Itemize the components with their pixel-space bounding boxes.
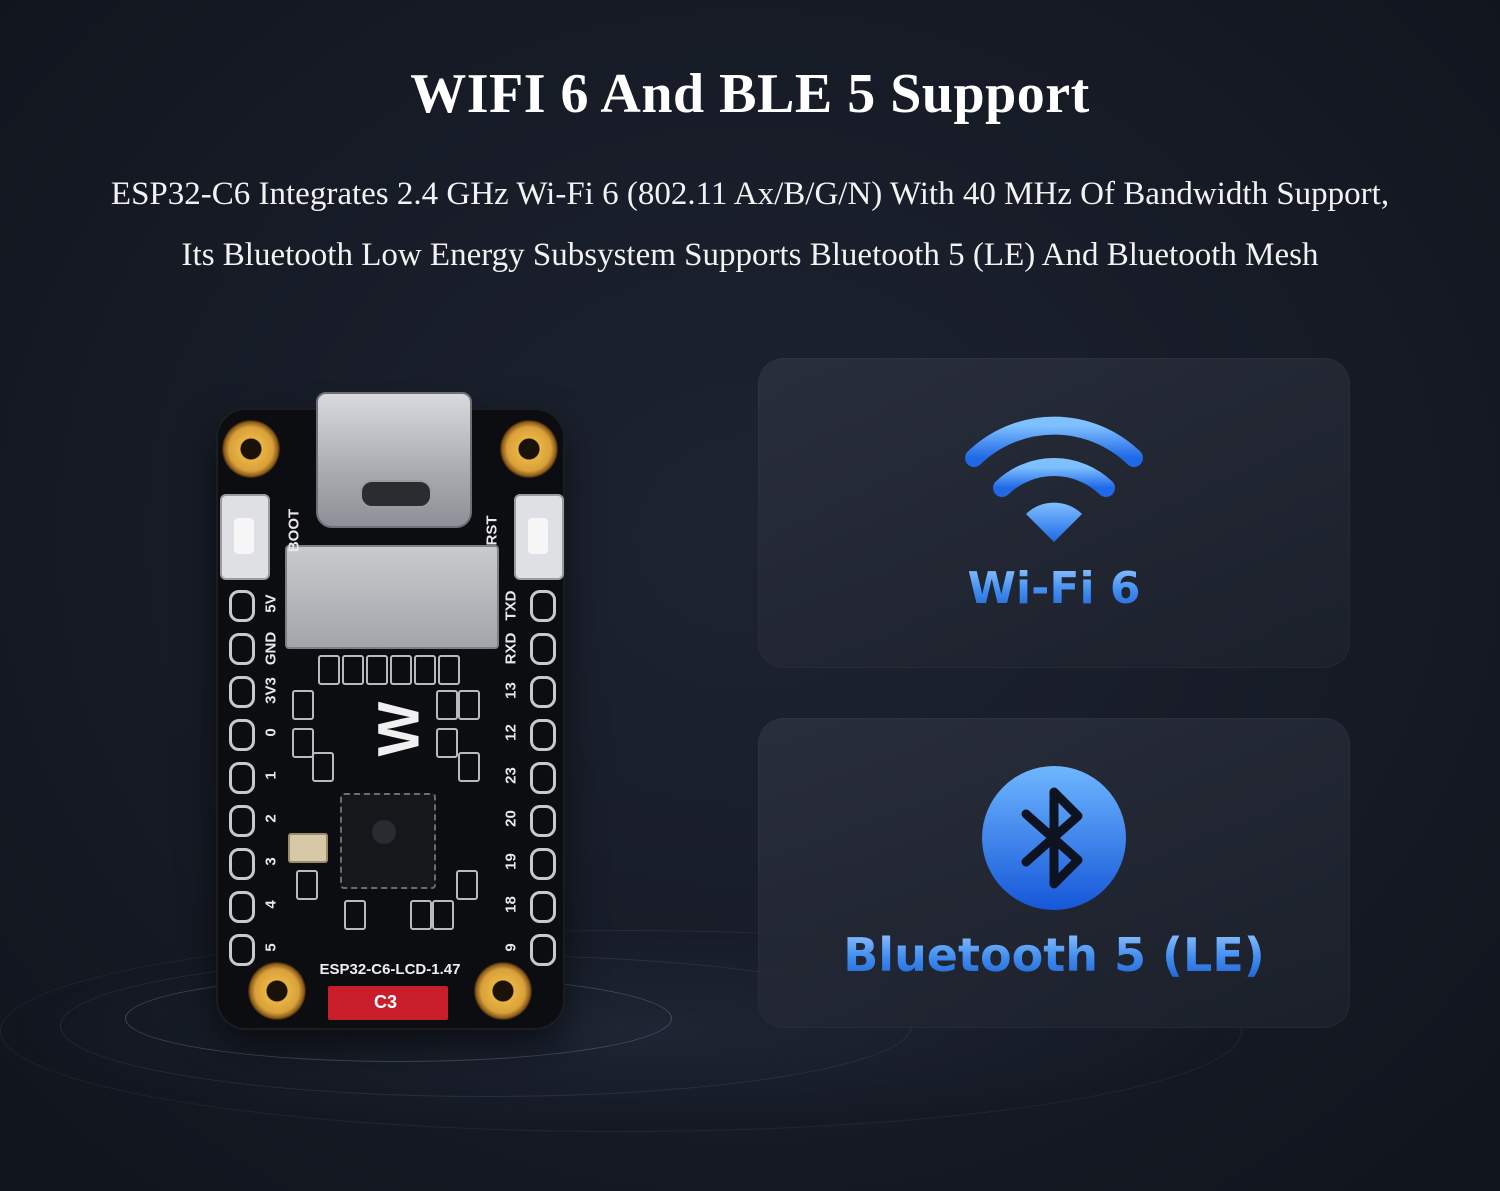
pin-label: 1	[262, 771, 280, 780]
pin-label: 5V	[262, 594, 280, 613]
smd-component	[410, 900, 432, 930]
pin-pad	[530, 891, 556, 923]
pin-label: 2	[262, 814, 280, 823]
microsd-slot	[285, 545, 499, 649]
smd-component	[458, 752, 480, 782]
smd-component	[344, 900, 366, 930]
smd-component	[342, 655, 364, 685]
bluetooth-label: Bluetooth 5 (LE)	[758, 928, 1350, 982]
pin-pad	[229, 848, 255, 880]
smd-component	[436, 728, 458, 758]
description-line-2: Its Bluetooth Low Energy Subsystem Suppo…	[181, 237, 1319, 273]
rst-label: RST	[483, 515, 501, 546]
pin-label: 12	[502, 724, 520, 741]
board-model-label: ESP32-C6-LCD-1.47	[319, 961, 461, 978]
smd-component	[458, 690, 480, 720]
pin-pad	[530, 848, 556, 880]
pin-pad	[530, 719, 556, 751]
pin-label: RXD	[502, 632, 520, 665]
pin-label: 19	[502, 853, 520, 870]
pin-pad	[229, 676, 255, 708]
board-badge: C3	[328, 986, 448, 1020]
smd-component	[312, 752, 334, 782]
reset-button	[514, 494, 564, 580]
mount-hole	[222, 420, 280, 478]
wifi-feature-card: Wi-Fi 6	[758, 358, 1350, 668]
description-line-1: ESP32-C6 Integrates 2.4 GHz Wi-Fi 6 (802…	[110, 176, 1390, 212]
pin-pad	[229, 590, 255, 622]
mount-hole	[474, 962, 532, 1020]
bluetooth-feature-card: Bluetooth 5 (LE)	[758, 718, 1350, 1028]
boot-button	[220, 494, 270, 580]
waveshare-logo: W	[366, 701, 432, 757]
pin-pad	[530, 805, 556, 837]
wifi-label: Wi-Fi 6	[758, 563, 1350, 614]
boot-label: BOOT	[285, 508, 303, 553]
smd-component	[456, 870, 478, 900]
pin-label: 18	[502, 896, 520, 913]
pin-label: 9	[502, 943, 520, 952]
bluetooth-icon	[982, 766, 1126, 910]
crystal-oscillator	[288, 833, 328, 863]
pin-pad	[530, 590, 556, 622]
pin-pad	[229, 891, 255, 923]
pin-pad	[229, 719, 255, 751]
pin-label: 3	[262, 857, 280, 866]
page-heading: WIFI 6 And BLE 5 Support	[410, 63, 1090, 125]
mount-hole	[500, 420, 558, 478]
pin-label: GND	[262, 631, 280, 666]
mount-hole	[248, 962, 306, 1020]
wifi-icon	[965, 416, 1143, 542]
pin-pad	[229, 762, 255, 794]
pin-label: 4	[262, 900, 280, 909]
pin-pad	[229, 805, 255, 837]
smd-component	[414, 655, 436, 685]
pin-label: 5	[262, 943, 280, 952]
pin-pad	[229, 633, 255, 665]
smd-component	[366, 655, 388, 685]
pin-pad	[530, 676, 556, 708]
smd-component	[292, 690, 314, 720]
pin-label: 23	[502, 767, 520, 784]
smd-component	[432, 900, 454, 930]
pin-label: 13	[502, 682, 520, 699]
smd-component	[436, 690, 458, 720]
board-badge-text: C3	[374, 992, 398, 1012]
esp32-c6-chip	[340, 793, 436, 889]
pin-pad	[530, 762, 556, 794]
pin-label: TXD	[502, 590, 520, 621]
smd-component	[296, 870, 318, 900]
pin-pad	[530, 633, 556, 665]
smd-component	[318, 655, 340, 685]
pin-pad	[229, 934, 255, 966]
pin-label: 3V3	[262, 677, 280, 704]
smd-component	[292, 728, 314, 758]
pin-label: 0	[262, 728, 280, 737]
pin-label: 20	[502, 810, 520, 827]
smd-component	[438, 655, 460, 685]
pin-pad	[530, 934, 556, 966]
usb-c-connector	[316, 392, 472, 528]
smd-component	[390, 655, 412, 685]
